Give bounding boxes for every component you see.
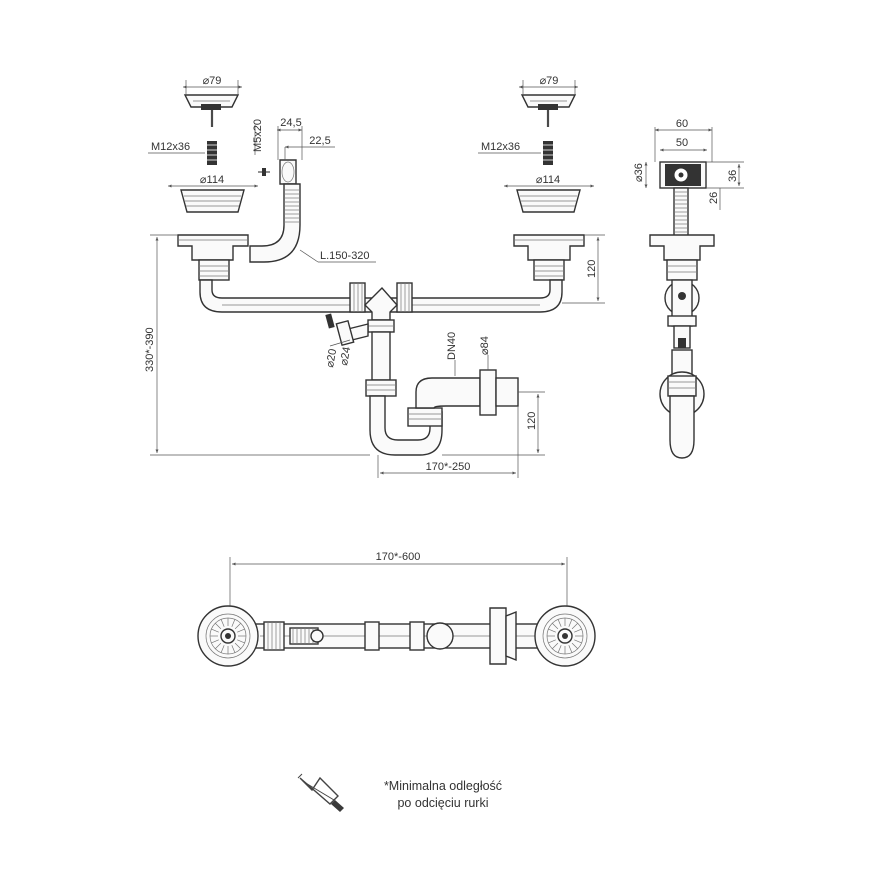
top-bowl-left [197,605,259,667]
outlet-dn-label: DN40 [446,332,458,360]
overflow-hose [249,183,301,263]
overflow-group: M5x20 24,5 22,5 L.150-320 [249,117,376,263]
drain-pipework: ⌀20 ⌀24 [199,279,563,456]
side-width-60-label: 60 [676,118,688,130]
strainer-diameter-label: ⌀79 [540,75,559,87]
flange-diameter-label: ⌀114 [200,174,224,186]
hose-length-label: L.150-320 [320,250,370,262]
side-width-50-label: 50 [676,137,688,149]
bolt-size-label: M12x36 [151,141,190,153]
drop-height-label: 120 [586,260,598,278]
top-span-label: 170*-600 [376,551,421,563]
right-strainer-group: ⌀79 M12x36 ⌀114 [478,75,594,281]
bolt-left [207,141,217,165]
bolt-right [543,141,553,165]
flange-left [180,189,245,213]
bowl-outlet-left [177,234,249,281]
front-dimensions: 330*-390 120 DN40 ⌀84 120 170*-250 [144,234,605,478]
bolt-size-label: M12x36 [481,141,520,153]
strainer-diameter-label: ⌀79 [203,75,222,87]
flange-right [516,189,581,213]
top-bowl-right [534,605,596,667]
note-line-2: po odcięciu rurki [397,796,489,810]
side-view: 60 50 ⌀36 36 26 [633,118,744,459]
side-dia36-label: ⌀36 [633,163,645,182]
flange-diameter-label: ⌀114 [536,174,560,186]
left-strainer-group: ⌀79 M12x36 ⌀114 [148,75,258,281]
strainer-plug-left [183,94,240,127]
side-36-label: 36 [727,170,739,182]
cutting-note: *Minimalna odległość po odcięciu rurki [343,778,543,812]
hacksaw-icon [297,773,344,812]
connector-20-label: ⌀20 [324,348,339,369]
bowl-outlet-right [513,234,585,281]
trap-width-label: 170*-250 [426,461,471,473]
top-view: 170*-600 [197,551,596,667]
trap-offset-label: 120 [526,412,538,430]
overflow-depth-label: 22,5 [309,135,330,147]
total-height-label: 330*-390 [144,327,156,372]
connector-24-label: ⌀24 [338,346,353,367]
strainer-plug-right [520,94,577,127]
overflow-width-label: 24,5 [280,117,301,129]
outlet-diameter-label: ⌀84 [479,336,491,355]
overflow-screw-label: M5x20 [252,119,264,152]
note-line-1: *Minimalna odległość [383,779,503,793]
side-26-label: 26 [708,192,720,204]
